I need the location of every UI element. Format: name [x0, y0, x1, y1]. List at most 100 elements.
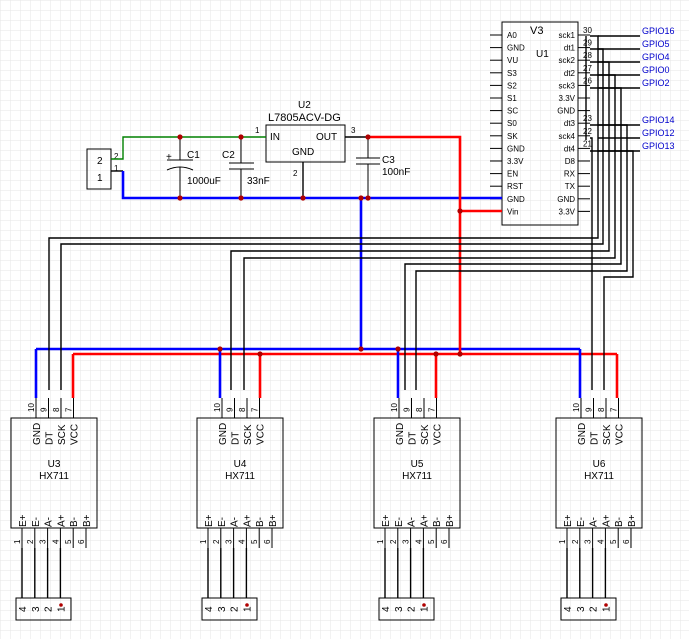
capacitor-c1[interactable]: + C1 1000uF	[166, 137, 221, 198]
hx711-top-pin-number: 7	[65, 407, 74, 412]
hx711-bottom-pin-number: 4	[237, 539, 246, 544]
load-cell-connector-pin: 4	[18, 606, 29, 612]
u1-right-pin-number: 28	[583, 51, 592, 60]
hx711-module[interactable]: U5HX71110GND9DT8SCK7VCCE+1E-2A-3A+4B-5B+…	[373, 398, 461, 621]
hx711-bottom-pin-number: 1	[199, 539, 208, 544]
u1-right-pin-label: 3.3V	[559, 207, 576, 216]
hx711-bottom-pin-label: B-	[69, 517, 80, 527]
u1-right-pin-number: 29	[583, 39, 592, 48]
hx711-top-pin-label: VCC	[615, 424, 626, 445]
hx711-ref: U5	[411, 459, 424, 470]
gnd-wires	[36, 171, 580, 351]
gpio-label: GPIO14	[642, 115, 675, 125]
u1-right-pin-label: sck3	[559, 81, 576, 90]
power-connector-num-bottom: 1	[114, 164, 119, 173]
pin-one-marker	[422, 603, 426, 607]
hx711-module[interactable]: U4HX71110GND9DT8SCK7VCCE+1E-2A-3A+4B-5B+…	[196, 398, 284, 621]
hx711-bottom-pin-label: E+	[18, 514, 29, 527]
hx711-ref: U6	[593, 459, 606, 470]
u1-right-pin-label: sck1	[559, 31, 576, 40]
c1-ref: C1	[187, 150, 200, 161]
hx711-ref: U4	[234, 459, 247, 470]
vcc-wires	[73, 135, 617, 356]
hx711-part: HX711	[402, 471, 432, 482]
hx711-bottom-pin-label: A+	[601, 514, 612, 527]
hx711-top-pin-label: GND	[32, 423, 43, 445]
hx711-bottom-pin-label: A+	[56, 514, 67, 527]
c2-value: 33nF	[247, 176, 270, 187]
hx711-top-pin-number: 10	[213, 403, 222, 412]
c3-ref: C3	[382, 155, 395, 166]
load-cell-connector-pin: 2	[589, 606, 600, 612]
hx711-bottom-pin-number: 1	[13, 539, 22, 544]
power-connector-pin-bottom: 1	[97, 173, 103, 184]
load-cell-connector-pin: 1	[419, 606, 430, 612]
hx711-module[interactable]: U3HX71110GND9DT8SCK7VCCE+1E-2A-3A+4B-5B+…	[10, 398, 98, 621]
hx711-module[interactable]: U6HX71110GND9DT8SCK7VCCE+1E-2A-3A+4B-5B+…	[555, 398, 643, 621]
u1-left-pin-label: RST	[507, 182, 523, 191]
u1-left-pin-label: SC	[507, 107, 518, 116]
hx711-bottom-pin-number: 6	[440, 539, 449, 544]
power-connector[interactable]: 2 1 2 1	[86, 148, 119, 190]
u1-right-pin-number: 27	[583, 64, 592, 73]
hx711-bottom-pin-number: 2	[26, 539, 35, 544]
hx711-bottom-pin-label: B-	[614, 517, 625, 527]
hx711-modules: U3HX71110GND9DT8SCK7VCCE+1E-2A-3A+4B-5B+…	[10, 398, 643, 621]
gpio-label: GPIO12	[642, 128, 675, 138]
hx711-top-pin-label: VCC	[256, 424, 267, 445]
hx711-top-pin-number: 8	[52, 407, 61, 412]
u1-right-pins: sck130dt129sck228dt227sck3263.3VGNDdt323…	[557, 26, 592, 216]
hx711-bottom-pin-label: B+	[82, 514, 93, 527]
load-cell-connector-pin: 2	[44, 606, 55, 612]
load-cell-connector-pin: 3	[217, 606, 228, 612]
hx711-part: HX711	[225, 471, 255, 482]
load-cell-connector-pin: 1	[242, 606, 253, 612]
hx711-top-pin-number: 8	[415, 407, 424, 412]
u2-num-in: 1	[255, 126, 260, 135]
load-cell-connector-pin: 4	[381, 606, 392, 612]
u1-left-pin-label: SK	[507, 132, 518, 141]
u1-right-pin-label: dt3	[564, 119, 576, 128]
hx711-bottom-pin-number: 3	[39, 539, 48, 544]
u2-ref: U2	[298, 100, 311, 111]
capacitor-c3[interactable]: C3 100nF	[356, 137, 410, 198]
u1-left-pin-label: EN	[507, 170, 518, 179]
u1-left-pin-label: 3.3V	[507, 157, 524, 166]
load-cell-connector-pin: 2	[230, 606, 241, 612]
u1-left-pin-label: Vin	[507, 207, 518, 216]
u1-right-pin-label: D8	[565, 157, 576, 166]
u1-right-pin-label: dt2	[564, 69, 576, 78]
hx711-top-pin-label: GND	[395, 423, 406, 445]
u1-right-pin-label: dt1	[564, 44, 576, 53]
capacitor-c2[interactable]: C2 33nF	[222, 137, 270, 198]
hx711-bottom-pin-number: 2	[212, 539, 221, 544]
regulator-u2[interactable]: U2 L7805ACV-DG IN OUT GND 1 3 2	[255, 100, 356, 178]
hx711-top-pin-number: 9	[226, 407, 235, 412]
hx711-bottom-pin-number: 1	[558, 539, 567, 544]
hx711-top-pin-number: 9	[403, 407, 412, 412]
hx711-top-pin-number: 9	[585, 407, 594, 412]
hx711-bottom-pin-number: 4	[51, 539, 60, 544]
hx711-top-pin-number: 7	[610, 407, 619, 412]
u1-right-pin-number: 30	[583, 26, 592, 35]
u1-right-pin-number: 23	[583, 114, 592, 123]
hx711-bottom-pin-number: 5	[609, 539, 618, 544]
u1-right-pin-label: RX	[564, 170, 576, 179]
u1-microcontroller[interactable]: V3 U1 A0GNDVUS3S2S1SCS0SKGND3.3VENRSTGND…	[490, 21, 592, 226]
hx711-power-drops	[34, 349, 619, 398]
u2-pin-in: IN	[270, 132, 280, 143]
u1-right-pin-label: GND	[557, 107, 575, 116]
u1-ref: U1	[536, 49, 549, 60]
hx711-ref: U3	[48, 459, 61, 470]
hx711-bottom-pin-label: E-	[576, 517, 587, 527]
u2-num-out: 3	[351, 126, 356, 135]
u1-right-pin-label: GND	[557, 195, 575, 204]
hx711-top-pin-label: VCC	[433, 424, 444, 445]
